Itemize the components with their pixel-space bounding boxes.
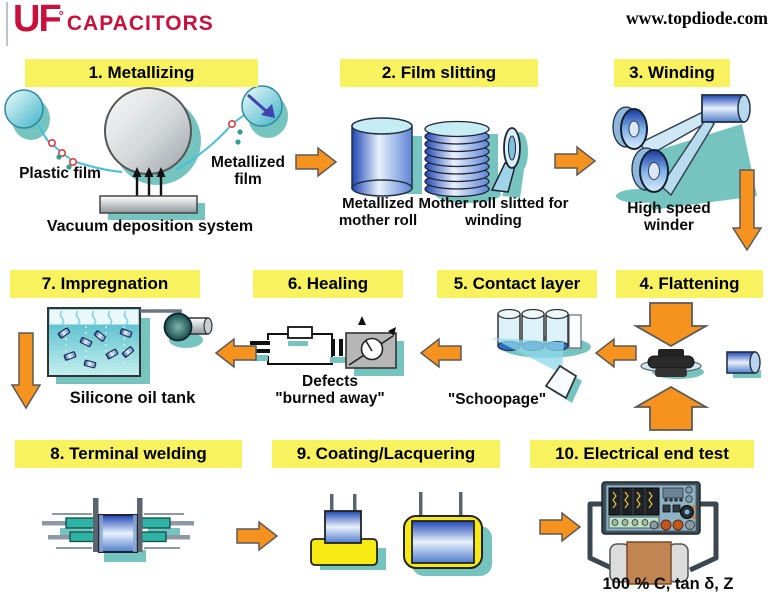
metallizing-illustration bbox=[4, 85, 288, 220]
contact-layer-illustration bbox=[492, 308, 591, 403]
banner-step-2: 2. Film slitting bbox=[340, 59, 538, 87]
electrical-end-test-illustration bbox=[587, 481, 719, 585]
logo-degree-mark: ° bbox=[58, 8, 64, 24]
banner-step-9: 9. Coating/Lacquering bbox=[272, 440, 500, 468]
banner-step-8: 8. Terminal welding bbox=[15, 440, 242, 468]
press-up-arrow bbox=[632, 385, 710, 431]
arrow-2-to-3 bbox=[554, 145, 597, 177]
arrow-3-to-4 bbox=[731, 169, 763, 252]
website-url: www.topdiode.com bbox=[626, 8, 768, 28]
banner-step-4: 4. Flattening bbox=[616, 270, 763, 298]
caption-plastic-film: Plastic film bbox=[19, 165, 101, 182]
caption-schoopage: "Schoopage" bbox=[447, 391, 547, 408]
banner-step-1: 1. Metallizing bbox=[25, 59, 258, 87]
logo-letter-u: U bbox=[13, 0, 40, 40]
arrow-8-to-9 bbox=[236, 520, 279, 552]
press-down-arrow bbox=[632, 302, 710, 348]
caption-defects-line2: "burned away" bbox=[275, 390, 385, 408]
impregnation-illustration bbox=[47, 307, 213, 384]
capacitor-chips bbox=[57, 327, 135, 369]
left-edge-divider bbox=[6, 2, 8, 46]
caption-defects-burned-away: Defects "burned away" bbox=[266, 373, 394, 408]
deposition-arrows-icon bbox=[132, 167, 166, 199]
banner-step-6: 6. Healing bbox=[253, 270, 403, 298]
caption-high-speed-winder: High speed winder bbox=[627, 200, 711, 235]
arrow-7-to-8 bbox=[10, 332, 42, 410]
film-slitting-illustration bbox=[351, 117, 528, 203]
logo-letter-f: F bbox=[38, 0, 61, 40]
arrow-4-to-5 bbox=[594, 337, 637, 369]
flattening-illustration bbox=[632, 302, 761, 431]
rotation-arrow-icon bbox=[247, 93, 275, 118]
caption-defects-line1: Defects bbox=[302, 373, 358, 390]
winding-illustration bbox=[612, 94, 757, 210]
healing-illustration bbox=[250, 316, 404, 376]
arrow-1-to-2 bbox=[295, 146, 338, 178]
coating-lacquering-illustration bbox=[310, 492, 492, 576]
banner-step-3: 3. Winding bbox=[614, 59, 730, 87]
banner-step-7: 7. Impregnation bbox=[10, 270, 200, 298]
banner-step-5: 5. Contact layer bbox=[437, 270, 597, 298]
caption-silicone-oil-tank: Silicone oil tank bbox=[69, 389, 196, 407]
test-instrument bbox=[601, 481, 701, 535]
arrow-9-to-10 bbox=[539, 511, 582, 543]
banner-step-10: 10. Electrical end test bbox=[530, 440, 754, 468]
caption-metallized-film: Metallized film bbox=[210, 154, 286, 189]
terminal-welding-illustration bbox=[42, 498, 194, 562]
caption-vacuum-deposition: Vacuum deposition system bbox=[46, 218, 254, 235]
caption-metallized-mother-roll: Metallized mother roll bbox=[338, 195, 418, 229]
arrow-5-to-6 bbox=[419, 337, 462, 369]
arrow-6-to-7 bbox=[214, 337, 257, 369]
logo-wordmark: CAPACITORS bbox=[66, 12, 214, 36]
caption-end-test-params: 100 % C, tan δ, Z bbox=[602, 575, 734, 593]
caption-mother-roll-slitted: Mother roll slitted for winding bbox=[418, 195, 569, 229]
uf-capacitors-logo: U F ° CAPACITORS bbox=[13, 0, 214, 40]
